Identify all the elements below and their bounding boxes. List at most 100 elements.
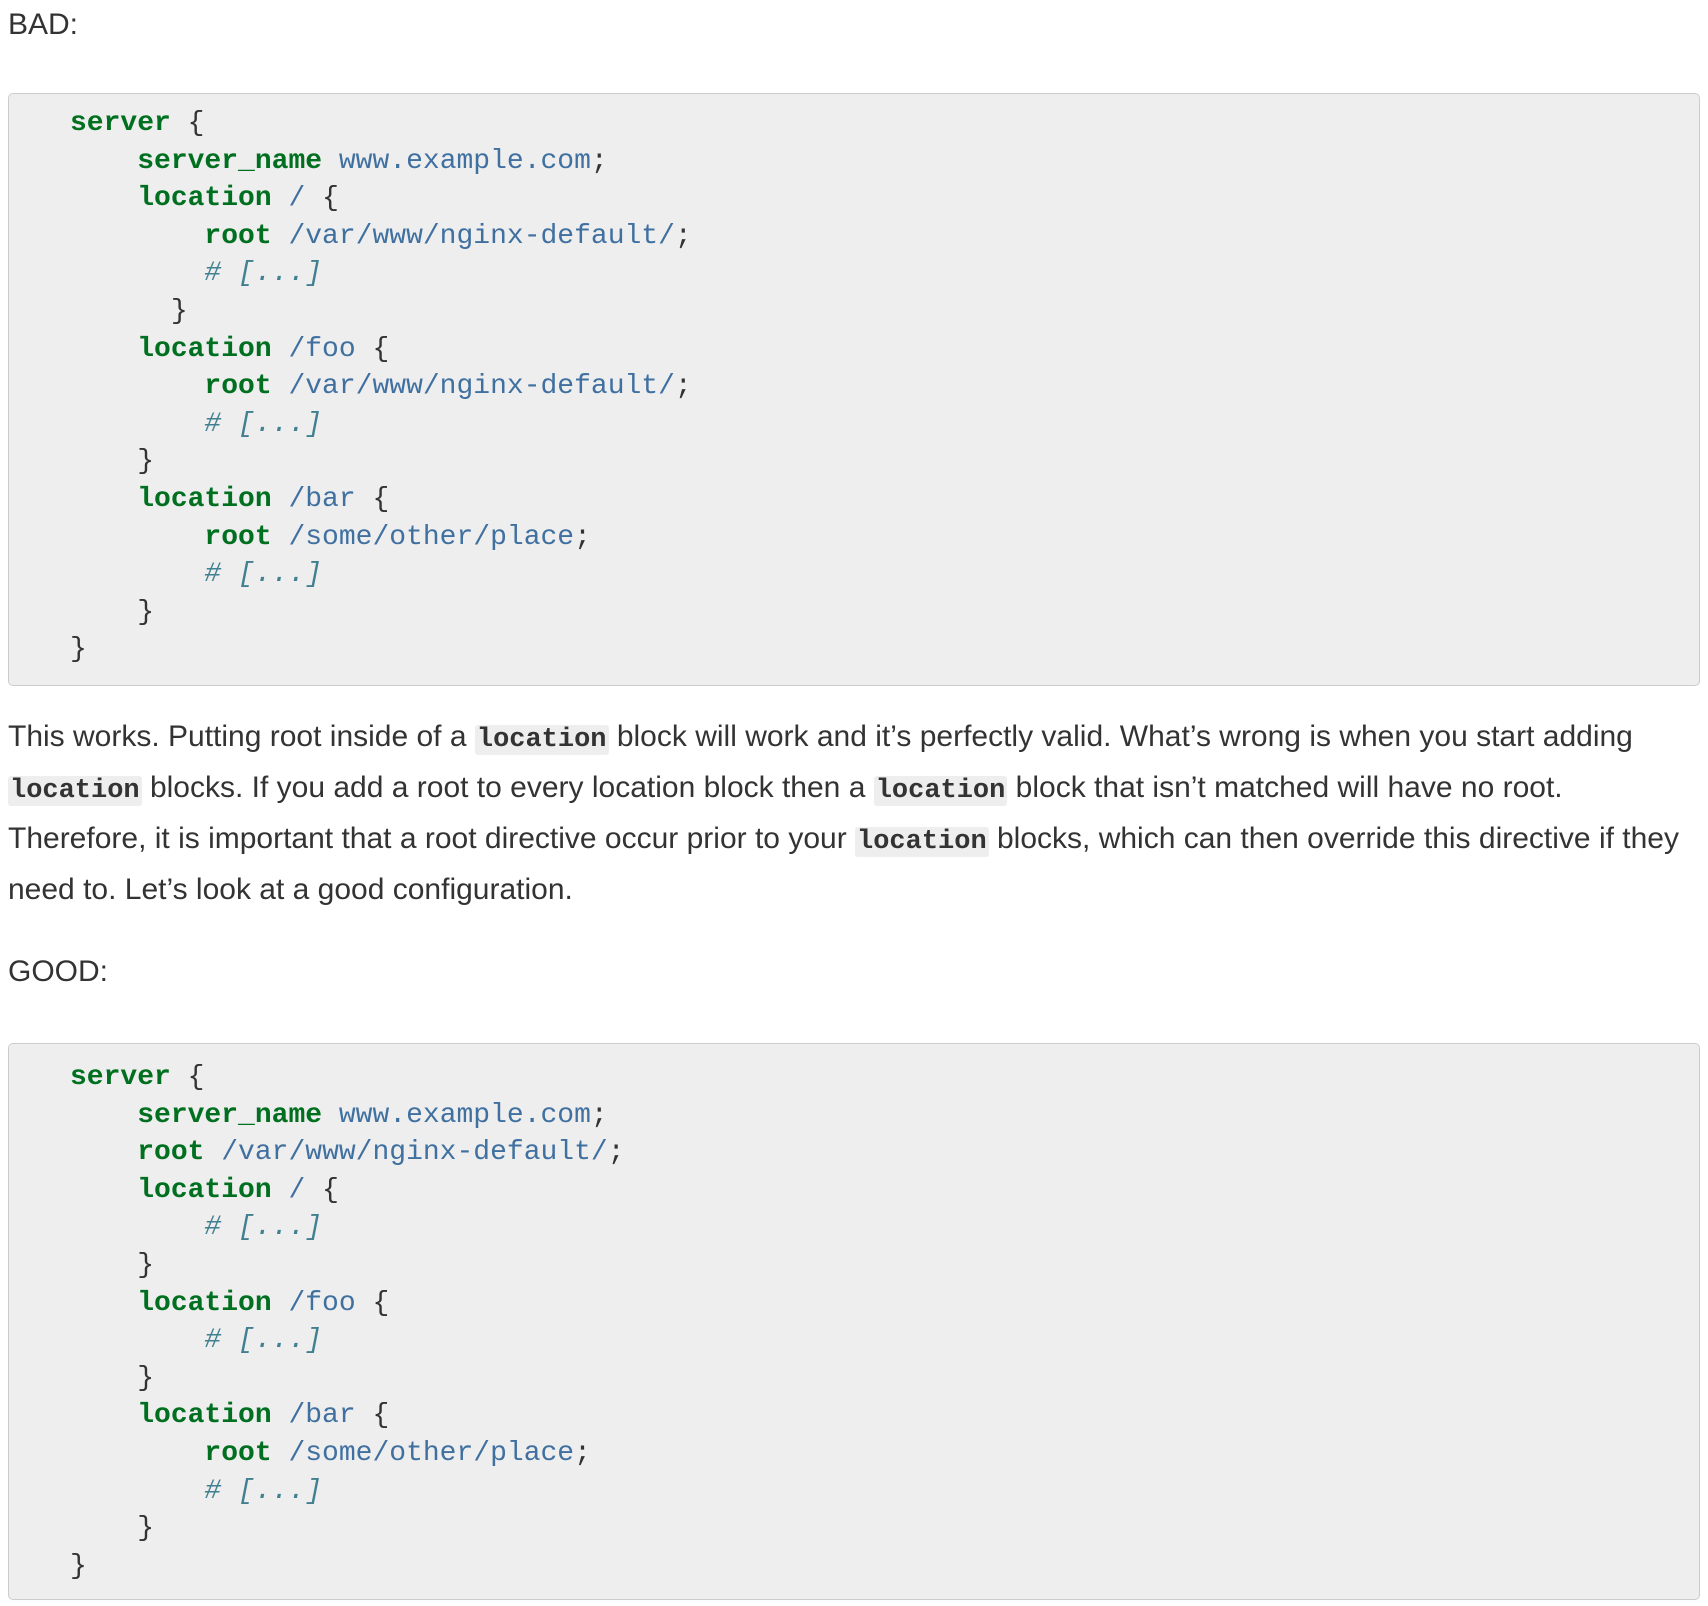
- code-indent: [70, 1175, 137, 1206]
- paragraph-text: block that isn’t matched will have no ro…: [8, 771, 1563, 855]
- code-indent: [70, 1400, 137, 1431]
- code-line: root /var/www/nginx-default/;: [9, 368, 1699, 406]
- code-line: }: [9, 443, 1699, 481]
- code-line: server_name www.example.com;: [9, 143, 1699, 181]
- code-token-punc: {: [170, 108, 205, 139]
- code-token-kw: server: [70, 108, 171, 139]
- code-line: location /foo {: [9, 1285, 1699, 1323]
- inline-code: location: [474, 725, 609, 755]
- code-indent: [70, 597, 137, 628]
- code-line: # [...]: [9, 1473, 1699, 1511]
- code-indent: [70, 1438, 204, 1469]
- code-token-cmt: # [...]: [204, 1212, 323, 1244]
- inline-code: location: [873, 776, 1008, 806]
- code-line: server {: [9, 105, 1699, 143]
- code-token-punc: ;: [607, 1137, 625, 1169]
- code-line: }: [9, 594, 1699, 632]
- code-token-punc: {: [355, 333, 390, 365]
- code-token-punc: [272, 183, 289, 214]
- code-token-kw: root: [204, 371, 272, 403]
- code-token-kw: root: [137, 1137, 205, 1169]
- code-indent: [70, 484, 137, 515]
- code-token-punc: [322, 146, 339, 177]
- code-token-punc: [272, 522, 289, 553]
- code-line: # [...]: [9, 255, 1699, 293]
- good-code-block: server { server_name www.example.com; ro…: [8, 1043, 1700, 1600]
- code-token-punc: }: [137, 446, 155, 478]
- code-line: root /some/other/place;: [9, 519, 1699, 557]
- code-line: # [...]: [9, 556, 1699, 594]
- good-label: GOOD:: [8, 955, 109, 988]
- code-token-punc: }: [170, 295, 188, 327]
- inline-code: location: [855, 827, 989, 857]
- code-token-str: /some/other/place: [288, 521, 575, 553]
- code-line: root /var/www/nginx-default/;: [9, 218, 1699, 256]
- code-line: }: [9, 1360, 1699, 1398]
- code-token-cmt: # [...]: [204, 559, 323, 591]
- code-token-str: /foo: [288, 333, 356, 365]
- code-indent: [70, 1100, 137, 1131]
- code-token-str: /: [288, 1174, 306, 1206]
- bad-code-block: server { server_name www.example.com; lo…: [8, 93, 1700, 686]
- code-token-punc: ;: [574, 1437, 591, 1469]
- code-token-punc: [272, 1175, 289, 1206]
- code-indent: [70, 559, 204, 590]
- code-token-kw: server_name: [137, 1099, 323, 1131]
- code-token-kw: location: [137, 183, 272, 215]
- code-token-punc: [272, 1400, 289, 1431]
- explanation-paragraph: This works. Putting root inside of a loc…: [8, 713, 1698, 913]
- code-token-kw: root: [204, 1437, 272, 1469]
- code-token-kw: location: [137, 1400, 272, 1432]
- code-token-punc: {: [355, 1287, 390, 1319]
- code-indent: [70, 1137, 137, 1168]
- code-token-punc: ;: [590, 1099, 608, 1131]
- bad-label: BAD:: [8, 8, 79, 41]
- code-token-cmt: # [...]: [204, 408, 323, 440]
- code-token-punc: }: [70, 634, 87, 666]
- code-token-kw: location: [137, 1174, 272, 1206]
- code-token-cmt: # [...]: [204, 1475, 323, 1507]
- code-line: root /var/www/nginx-default/;: [9, 1134, 1699, 1172]
- code-indent: [70, 146, 137, 177]
- code-token-punc: ;: [590, 145, 608, 177]
- code-indent: [70, 1288, 137, 1319]
- code-line: # [...]: [9, 1322, 1699, 1360]
- code-token-punc: ;: [674, 371, 692, 403]
- code-token-punc: [272, 221, 289, 252]
- code-token-kw: location: [137, 333, 272, 365]
- paragraph-text: blocks. If you add a root to every locat…: [141, 771, 874, 804]
- code-line: server_name www.example.com;: [9, 1097, 1699, 1135]
- code-token-punc: {: [355, 483, 390, 515]
- code-token-str: /var/www/nginx-default/: [288, 371, 675, 403]
- code-line: server {: [9, 1059, 1699, 1097]
- code-token-punc: [204, 1137, 221, 1168]
- code-indent: [70, 371, 204, 402]
- code-token-str: /some/other/place: [288, 1437, 575, 1469]
- code-line: root /some/other/place;: [9, 1435, 1699, 1473]
- code-line: location /bar {: [9, 481, 1699, 519]
- code-indent: [70, 409, 204, 440]
- paragraph-text: This works. Putting root inside of a: [8, 720, 475, 753]
- code-line: }: [9, 1510, 1699, 1548]
- code-line: location / {: [9, 1172, 1699, 1210]
- code-indent: [70, 1513, 137, 1544]
- code-indent: [70, 1363, 137, 1394]
- code-token-str: www.example.com: [338, 145, 591, 177]
- code-token-kw: server: [70, 1062, 171, 1093]
- code-line: location /foo {: [9, 331, 1699, 369]
- code-indent: [70, 258, 204, 289]
- code-token-kw: location: [137, 1287, 272, 1319]
- code-token-punc: [272, 1288, 289, 1319]
- code-token-punc: {: [170, 1062, 205, 1093]
- code-token-punc: [272, 484, 289, 515]
- code-token-punc: }: [137, 596, 155, 628]
- code-indent: [70, 296, 171, 327]
- code-token-punc: ;: [674, 220, 692, 252]
- code-indent: [70, 1325, 204, 1356]
- code-token-punc: }: [137, 1249, 155, 1281]
- code-token-kw: root: [204, 521, 272, 553]
- code-line: # [...]: [9, 406, 1699, 444]
- code-token-punc: }: [137, 1362, 155, 1394]
- code-token-cmt: # [...]: [204, 1325, 323, 1357]
- code-line: # [...]: [9, 1209, 1699, 1247]
